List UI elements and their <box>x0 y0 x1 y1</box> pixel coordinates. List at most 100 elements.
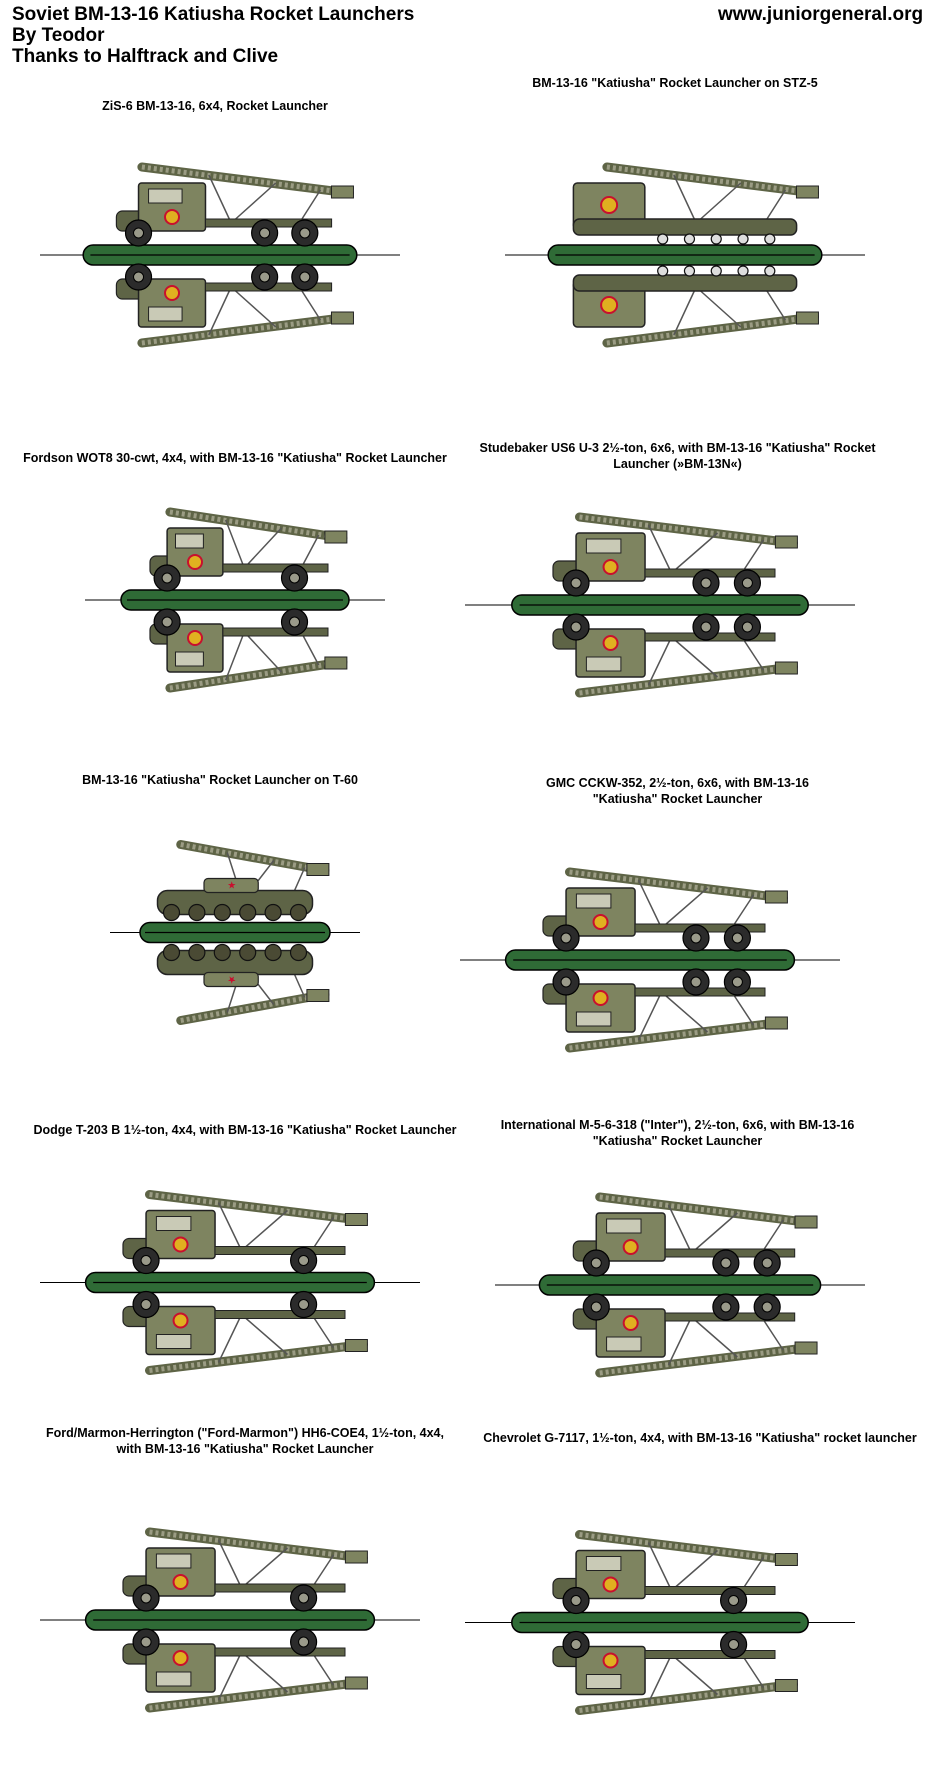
road-wheel <box>213 903 231 922</box>
wheel-hub <box>299 227 311 239</box>
launcher-strut <box>661 991 708 1033</box>
rocket-rails <box>180 842 326 873</box>
vehicle-counter: ★★ <box>110 840 360 1025</box>
launcher-strut <box>661 887 708 929</box>
wheel-hub <box>560 976 572 988</box>
launcher-strut <box>217 1539 243 1589</box>
launcher-strut <box>695 182 742 224</box>
rocket-warheads <box>324 530 348 544</box>
cab-window <box>155 1334 192 1349</box>
wheel-hub <box>570 1595 582 1606</box>
site-url[interactable]: www.juniorgeneral.org <box>718 4 924 25</box>
caption-line: BM-13-16 "Katiusha" Rocket Launcher on S… <box>532 76 818 90</box>
road-wheel <box>657 233 669 245</box>
launcher-strut <box>690 1212 738 1254</box>
wheel-hub <box>289 572 301 584</box>
vehicle-counter <box>460 867 840 1053</box>
soviet-emblem-icon <box>592 990 609 1006</box>
wheel-hub <box>140 1299 152 1310</box>
rocket-rails <box>180 992 326 1023</box>
road-wheel <box>737 265 749 277</box>
road-wheel <box>239 903 257 922</box>
launcher-strut <box>671 1653 718 1696</box>
rocket-rails <box>141 314 350 346</box>
vehicle-side-upright <box>122 1190 368 1275</box>
launcher-strut <box>243 631 283 673</box>
caption-line: Fordson WOT8 30-cwt, 4x4, with BM-13-16 … <box>23 451 447 465</box>
cab-window <box>575 1011 612 1027</box>
vehicle-caption: Dodge T-203 B 1½-ton, 4x4, with BM-13-16… <box>10 1122 480 1138</box>
rocket-rails <box>141 164 350 196</box>
truck-chassis <box>644 1586 776 1595</box>
wheel-hub <box>690 932 702 944</box>
vehicle-side-mirrored <box>542 968 788 1053</box>
rocket-rails <box>169 509 344 541</box>
truck-chassis <box>214 1246 346 1255</box>
wheel-hub <box>700 577 712 589</box>
vehicle-counter <box>505 162 865 348</box>
caption-line: "Katiusha" Rocket Launcher <box>592 1134 763 1148</box>
vehicle-counter <box>40 162 400 348</box>
author-byline: By Teodor <box>12 25 105 46</box>
wheel-hub <box>731 932 743 944</box>
wheel-hub <box>140 1636 152 1648</box>
rocket-warheads <box>794 1341 818 1355</box>
cab-window <box>575 893 612 909</box>
launcher-strut <box>208 174 232 224</box>
cab-window <box>148 188 183 204</box>
rocket-rail-frame <box>595 1192 818 1228</box>
truck-chassis <box>644 1650 776 1659</box>
cab-window <box>148 306 183 322</box>
wheel-hub <box>259 227 271 239</box>
vehicle-caption: ZiS-6 BM-13-16, 6x4, Rocket Launcher <box>10 98 420 114</box>
rocket-rail-frame <box>145 1527 368 1563</box>
vehicle-side-upright <box>115 162 354 247</box>
rocket-warheads <box>330 185 354 199</box>
launcher-strut <box>673 174 697 224</box>
truck-chassis <box>214 1583 346 1593</box>
rocket-warheads <box>306 989 330 1002</box>
rocket-warheads <box>774 535 798 549</box>
launcher-strut <box>667 1316 693 1366</box>
road-wheel <box>162 943 181 962</box>
vehicle-caption: Fordson WOT8 30-cwt, 4x4, with BM-13-16 … <box>5 450 465 466</box>
wheel-hub <box>570 1639 582 1650</box>
soviet-emblem-icon <box>602 635 619 651</box>
truck-chassis <box>222 563 329 573</box>
launcher-strut <box>673 286 697 336</box>
rocket-warheads <box>324 656 348 670</box>
wheel-hub <box>720 1257 732 1269</box>
soviet-emblem-icon <box>164 209 181 225</box>
launcher-strut <box>241 1313 288 1356</box>
wheel-hub <box>289 616 301 628</box>
cab-window <box>155 1671 192 1687</box>
rocket-warheads <box>774 1679 798 1692</box>
launcher-strut <box>671 1549 718 1592</box>
launcher-strut <box>208 286 232 336</box>
tank-turret <box>203 877 259 894</box>
rocket-warheads <box>344 1676 368 1690</box>
rocket-rail-frame <box>565 867 788 903</box>
rocket-warheads <box>774 1553 798 1566</box>
launcher-strut <box>637 879 663 929</box>
road-wheel <box>264 943 282 962</box>
vehicle-counter <box>40 1190 420 1375</box>
caption-line: Chevrolet G-7117, 1½-ton, 4x4, with BM-1… <box>483 1431 917 1445</box>
rocket-rails <box>606 164 815 196</box>
rocket-warheads <box>795 311 819 325</box>
rocket-warheads <box>344 1339 368 1352</box>
launcher-strut <box>647 636 673 686</box>
road-wheel <box>188 943 206 962</box>
soviet-emblem-icon <box>600 296 619 314</box>
road-wheel <box>764 265 776 277</box>
vehicle-side-upright: ★ <box>156 840 330 922</box>
vehicle-counter <box>85 507 385 693</box>
road-wheel <box>764 233 776 245</box>
vehicle-side-upright <box>572 162 819 245</box>
vehicle-side-upright <box>122 1527 368 1612</box>
rocket-warheads <box>344 1213 368 1226</box>
launcher-strut <box>241 1547 288 1589</box>
rocket-rails <box>606 314 815 346</box>
wheel-hub <box>161 572 173 584</box>
launcher-strut <box>695 286 742 328</box>
